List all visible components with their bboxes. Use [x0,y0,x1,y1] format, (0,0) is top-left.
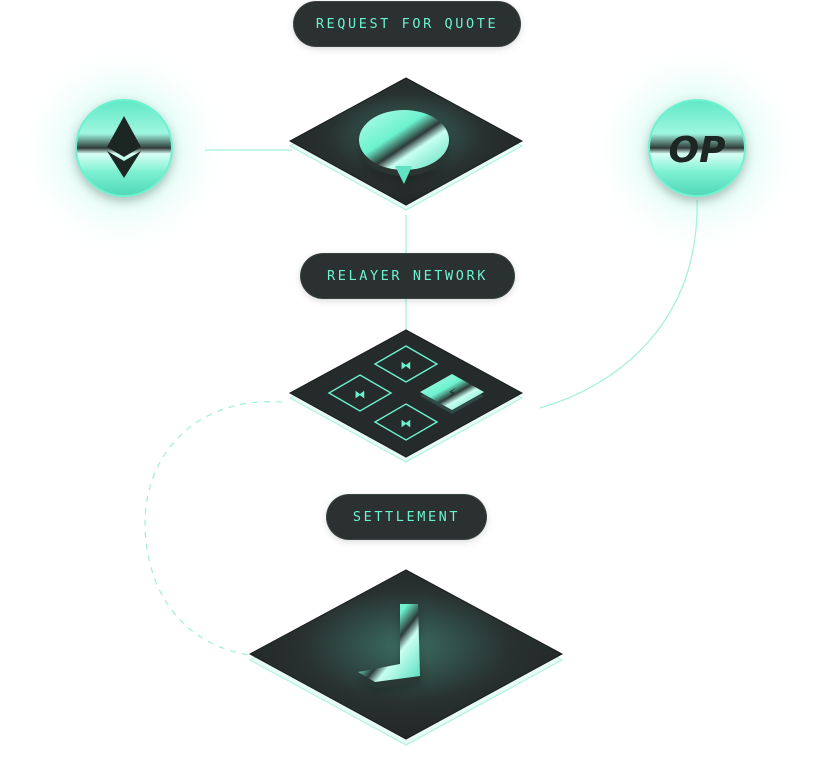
svg-text:⧓: ⧓ [401,417,412,430]
checkmark-icon [358,604,420,688]
relayer-node-2: ⧓ [327,374,393,412]
optimism-badge: OP [648,99,746,197]
relayer-node-1: ⧓ [373,345,439,383]
request-for-quote-label: REQUEST FOR QUOTE [294,2,520,46]
request-for-quote-text: REQUEST FOR QUOTE [315,16,499,32]
connector-dashed-settlement [144,401,283,656]
ethereum-icon [107,116,141,178]
relayer-node-3: ⧓ [373,403,439,441]
svg-text:⧓: ⧓ [401,359,412,372]
relayer-tile: ⧓ ⧓ ⧓ ⚡ [288,329,524,463]
optimism-icon: OP [669,130,726,171]
rfq-tile [288,77,524,211]
chat-bubble-icon [359,110,449,184]
settlement-label: SETTLEMENT [327,495,486,539]
settlement-tile [248,569,564,746]
relayer-node-4-active: ⚡ [420,374,484,414]
relayer-grid-icon: ⧓ ⧓ ⧓ ⚡ [327,345,484,441]
settlement-text: SETTLEMENT [352,509,461,525]
relayer-network-text: RELAYER NETWORK [327,268,488,284]
relayer-network-label: RELAYER NETWORK [301,254,514,298]
ethereum-badge [75,99,173,197]
svg-text:⧓: ⧓ [355,388,366,401]
svg-text:⚡: ⚡ [448,386,456,400]
